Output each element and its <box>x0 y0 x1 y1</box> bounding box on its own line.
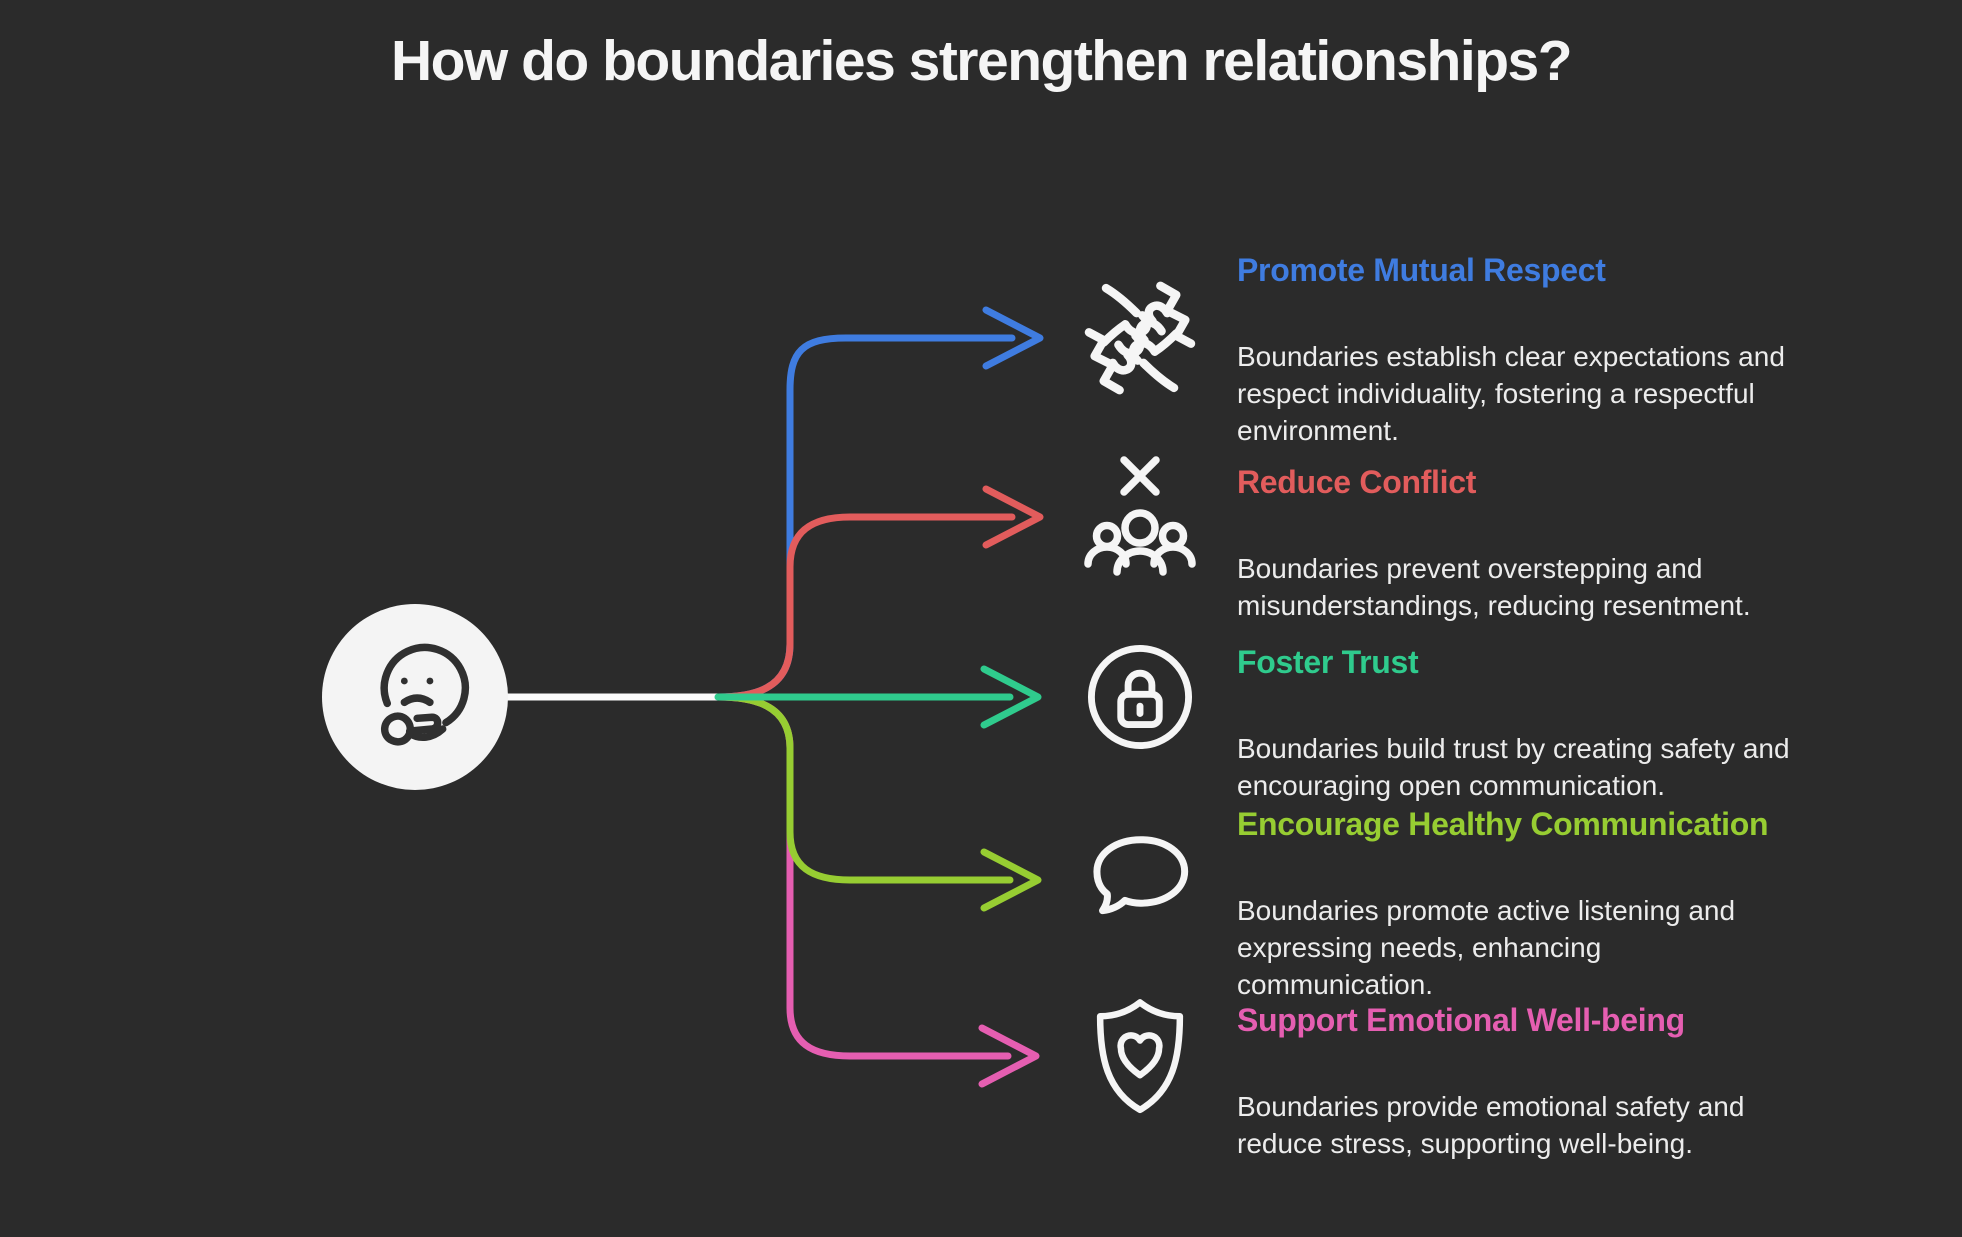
speech-bubble-icon <box>1082 830 1194 931</box>
section-body: Boundaries establish clear expectations … <box>1237 341 1785 446</box>
section-body: Boundaries promote active listening and … <box>1237 895 1736 1000</box>
section-title: Promote Mutual Respect <box>1237 252 1606 288</box>
section-title: Support Emotional Well-being <box>1237 1002 1685 1038</box>
section-encourage-healthy-communication: Encourage Healthy Communication Boundari… <box>1237 804 1797 1003</box>
central-node <box>322 604 508 790</box>
section-title: Encourage Healthy Communication <box>1237 806 1769 842</box>
branch-promote-mutual-respect <box>714 306 1044 701</box>
branch-support-emotional-wellbeing <box>714 693 1040 1088</box>
branch-encourage-healthy-communication <box>714 693 1042 912</box>
section-title: Reduce Conflict <box>1237 464 1477 500</box>
thinking-face-icon <box>380 643 470 746</box>
lock-circle-icon <box>1085 642 1195 757</box>
page-title: How do boundaries strengthen relationshi… <box>390 29 1573 93</box>
handshake-icon <box>1072 270 1208 411</box>
branch-foster-trust <box>714 665 1042 729</box>
section-foster-trust: Foster Trust Boundaries build trust by c… <box>1237 642 1797 804</box>
shield-heart-icon <box>1088 995 1192 1124</box>
branch-reduce-conflict <box>714 485 1044 701</box>
section-title: Foster Trust <box>1237 644 1419 680</box>
section-reduce-conflict: Reduce Conflict Boundaries prevent overs… <box>1237 462 1797 624</box>
no-conflict-people-icon <box>1080 452 1200 589</box>
section-body: Boundaries prevent overstepping and misu… <box>1237 553 1751 621</box>
section-support-emotional-wellbeing: Support Emotional Well-being Boundaries … <box>1237 1000 1797 1162</box>
section-body: Boundaries build trust by creating safet… <box>1237 733 1790 801</box>
section-promote-mutual-respect: Promote Mutual Respect Boundaries establ… <box>1237 250 1797 449</box>
section-body: Boundaries provide emotional safety and … <box>1237 1091 1745 1159</box>
